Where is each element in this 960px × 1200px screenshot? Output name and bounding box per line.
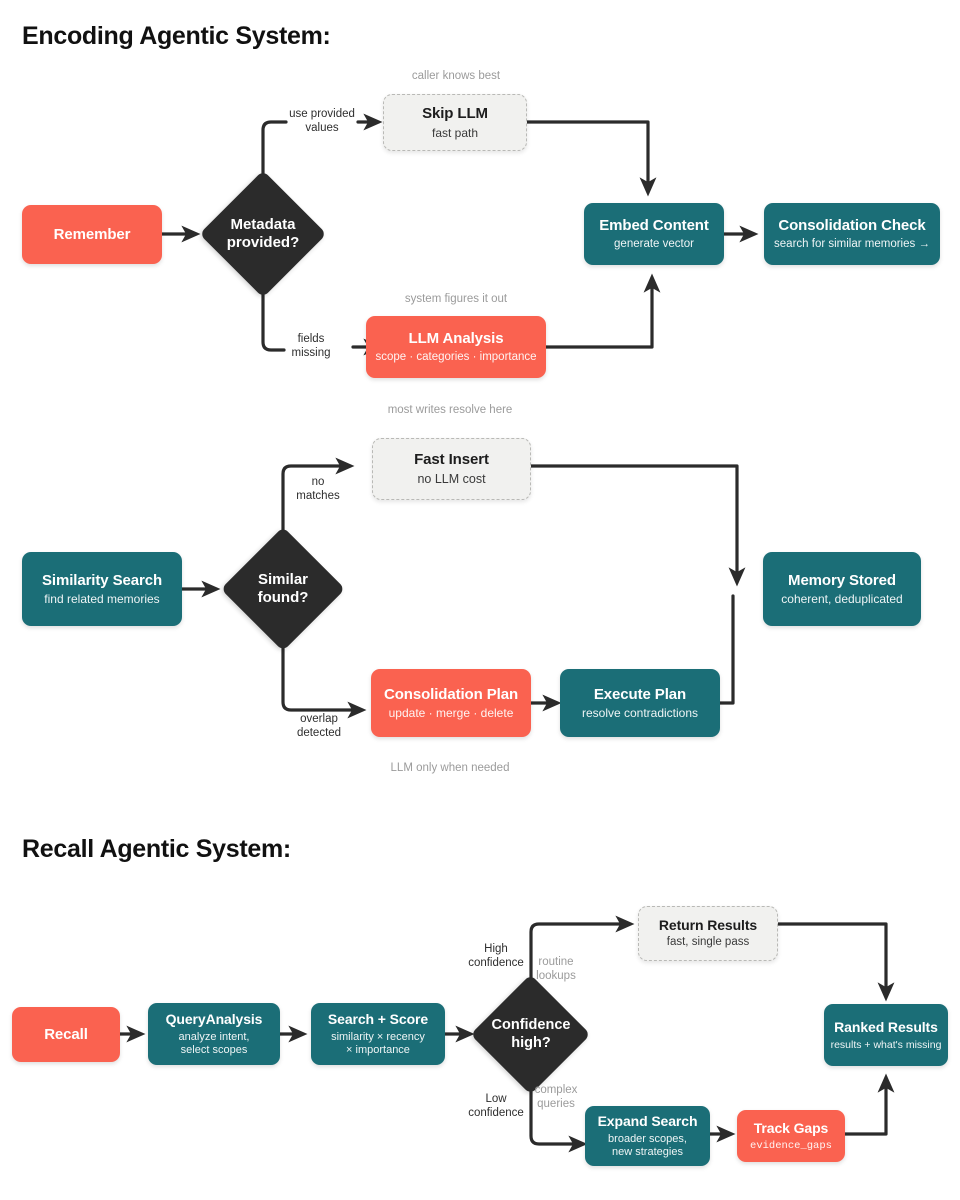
node-embed-content-title: Embed Content	[599, 216, 709, 234]
wire-return-to-ranked	[774, 922, 895, 1002]
node-return-results-subtitle: fast, single pass	[666, 936, 750, 949]
wire-skipllm-to-embed	[525, 120, 657, 197]
node-remember[interactable]: Remember	[22, 205, 162, 264]
node-recall[interactable]: Recall	[12, 1007, 120, 1062]
node-ranked-results[interactable]: Ranked Results results + what's missing	[824, 1004, 948, 1066]
caption-system-figures-it-out: system figures it out	[404, 293, 508, 305]
wire-gaps-to-ranked	[843, 1073, 895, 1136]
node-fast-insert-subtitle: no LLM cost	[417, 471, 486, 486]
node-return-results[interactable]: Return Results fast, single pass	[638, 906, 778, 961]
node-similarity-search-title: Similarity Search	[41, 571, 163, 589]
node-expand-search-subtitle: broader scopes, new strategies	[608, 1132, 687, 1158]
edge-label-overlap-detected: overlap detected	[296, 713, 342, 740]
node-llm-analysis[interactable]: LLM Analysis scope · categories · import…	[366, 316, 546, 378]
node-consolidation-check-title: Consolidation Check	[778, 216, 926, 234]
wire-metadata-to-llm	[261, 276, 286, 352]
node-execute-plan-subtitle: resolve contradictions	[581, 706, 699, 721]
node-return-results-title: Return Results	[658, 916, 758, 933]
node-llm-analysis-title: LLM Analysis	[408, 329, 504, 347]
edge-label-no-matches: no matches	[296, 476, 340, 503]
caption-complex-queries: complex queries	[534, 1084, 578, 1111]
node-track-gaps[interactable]: Track Gaps evidence_gaps	[737, 1110, 845, 1162]
node-llm-analysis-subtitle: scope · categories · importance	[375, 350, 537, 363]
edge-label-fields-missing: fields missing	[291, 333, 331, 360]
wire-fast-to-stored	[529, 464, 746, 587]
caption-most-writes-resolve-here: most writes resolve here	[387, 404, 513, 416]
node-skip-llm-title: Skip LLM	[422, 105, 488, 123]
wire-confidence-to-return	[529, 915, 635, 995]
node-fast-insert[interactable]: Fast Insert no LLM cost	[372, 438, 531, 500]
node-expand-search[interactable]: Expand Search broader scopes, new strate…	[585, 1106, 710, 1166]
node-consolidation-plan[interactable]: Consolidation Plan update · merge · dele…	[371, 669, 531, 737]
wire-metadata-to-skipllm	[261, 120, 288, 192]
wire-execute-to-stored	[718, 594, 735, 705]
node-query-analysis[interactable]: QueryAnalysis analyze intent, select sco…	[148, 1003, 280, 1065]
node-remember-title: Remember	[53, 225, 131, 243]
edge-label-use-provided-values: use provided values	[289, 108, 355, 135]
node-similarity-search-subtitle: find related memories	[44, 592, 160, 607]
node-search-score-subtitle: similarity × recency × importance	[331, 1030, 425, 1056]
node-similarity-search[interactable]: Similarity Search find related memories	[22, 552, 182, 626]
section-title-encoding: Encoding Agentic System:	[22, 22, 331, 50]
node-query-analysis-subtitle: analyze intent, select scopes	[178, 1030, 250, 1056]
node-track-gaps-subtitle: evidence_gaps	[750, 1139, 832, 1152]
edge-label-low-confidence: Low confidence	[468, 1093, 524, 1120]
node-skip-llm-subtitle: fast path	[431, 125, 479, 140]
node-fast-insert-title: Fast Insert	[414, 451, 489, 469]
node-embed-content-subtitle: generate vector	[614, 237, 694, 250]
node-consolidation-check[interactable]: Consolidation Check search for similar m…	[764, 203, 940, 265]
node-embed-content[interactable]: Embed Content generate vector	[584, 203, 724, 265]
node-ranked-results-title: Ranked Results	[834, 1019, 938, 1036]
node-execute-plan[interactable]: Execute Plan resolve contradictions	[560, 669, 720, 737]
node-query-analysis-title: QueryAnalysis	[165, 1011, 263, 1028]
node-consolidation-check-subtitle: search for similar memories →	[774, 237, 930, 250]
wire-confidence-to-expand	[529, 1073, 588, 1153]
node-consolidation-plan-title: Consolidation Plan	[383, 685, 519, 703]
section-title-recall: Recall Agentic System:	[22, 835, 291, 863]
node-consolidation-plan-subtitle: update · merge · delete	[388, 706, 514, 721]
node-execute-plan-title: Execute Plan	[593, 685, 687, 703]
node-search-score[interactable]: Search + Score similarity × recency × im…	[311, 1003, 445, 1065]
node-memory-stored[interactable]: Memory Stored coherent, deduplicated	[763, 552, 921, 626]
node-search-score-title: Search + Score	[327, 1011, 429, 1028]
caption-caller-knows-best: caller knows best	[411, 70, 501, 82]
node-skip-llm[interactable]: Skip LLM fast path	[383, 94, 527, 151]
wire-llm-to-embed	[544, 273, 661, 349]
node-recall-title: Recall	[44, 1025, 88, 1043]
node-ranked-results-subtitle: results + what's missing	[830, 1038, 942, 1051]
node-memory-stored-title: Memory Stored	[788, 571, 896, 589]
caption-llm-only-when-needed: LLM only when needed	[390, 762, 510, 774]
node-expand-search-title: Expand Search	[597, 1113, 698, 1130]
edge-label-high-confidence: High confidence	[468, 943, 524, 970]
caption-routine-lookups: routine lookups	[536, 956, 576, 983]
wire-similar-to-plan	[281, 631, 367, 719]
node-track-gaps-title: Track Gaps	[753, 1120, 829, 1137]
wire-similar-to-fast	[281, 457, 355, 547]
node-memory-stored-subtitle: coherent, deduplicated	[781, 592, 903, 607]
